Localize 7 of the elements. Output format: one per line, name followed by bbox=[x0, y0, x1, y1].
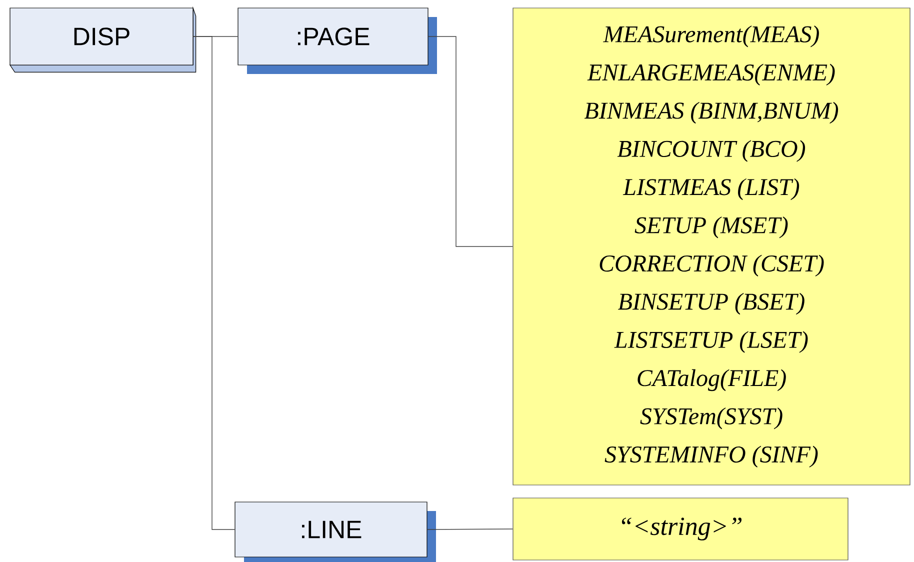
command-box: :LINE bbox=[234, 502, 436, 562]
parameter-list-box: MEASurement(MEAS) ENLARGEMEAS(ENME) BINMEAS (BINM,BNUM) BINCOUNT (BCO) LISTMEAS (LIST) SETUP (MSET) CORRECTION (CSET) BINSETUP (BSET) LISTSETUP (LSET) CATalog(FILE) SYSTem(SYST) SYSTEMINFO (SINF) bbox=[512, 8, 910, 486]
parameter-box: “<string>” bbox=[512, 498, 848, 560]
connector-line bbox=[426, 528, 514, 530]
connector-line bbox=[192, 36, 236, 530]
command-box: :PAGE bbox=[238, 8, 437, 74]
connector-line bbox=[428, 36, 514, 247]
